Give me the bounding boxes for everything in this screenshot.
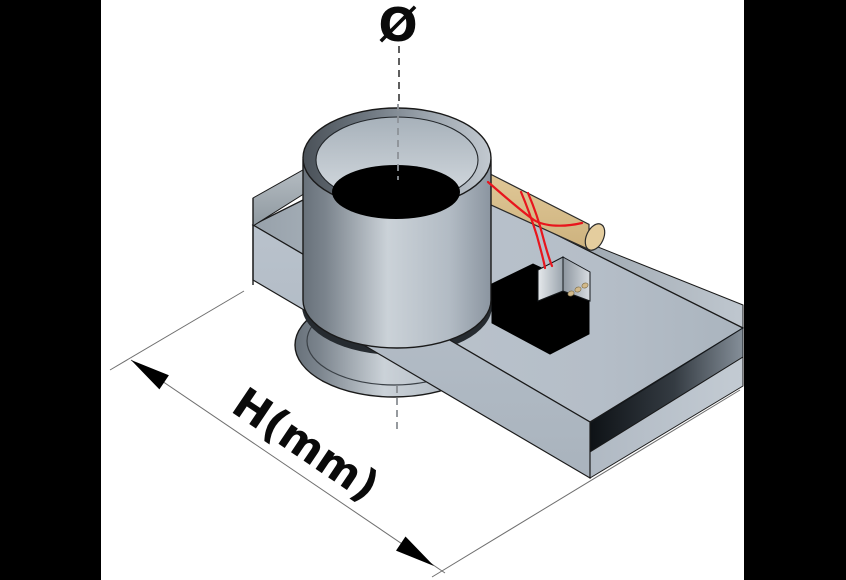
wire-short-left (519, 190, 547, 270)
terminal-contacts (567, 282, 589, 297)
dimension-line (130, 359, 446, 574)
left-letterbox-bar (0, 0, 101, 580)
rod-end-cap (584, 223, 606, 251)
drawing-canvas: H(mm) Ø (101, 0, 744, 580)
actuator-wires (486, 180, 584, 270)
terminal-bracket (537, 256, 591, 302)
spigot-collar (302, 104, 492, 349)
collar-opening-hole (332, 165, 460, 219)
bracket-side-face (562, 256, 591, 302)
wire-short-right (526, 191, 554, 268)
dimension-arrow-right (396, 536, 434, 566)
damper-rod (476, 172, 606, 251)
dimension-arrow-left (131, 360, 169, 390)
vertical-centerline (396, 46, 400, 431)
height-dimension-label: H(mm) (223, 378, 388, 512)
right-letterbox-bar (744, 0, 846, 580)
damper-assembly-diagram: H(mm) Ø (109, 0, 744, 578)
diameter-symbol-label: Ø (378, 0, 417, 52)
extension-line-right (431, 389, 741, 578)
extension-line-left (109, 290, 245, 371)
wire-long (486, 180, 584, 227)
